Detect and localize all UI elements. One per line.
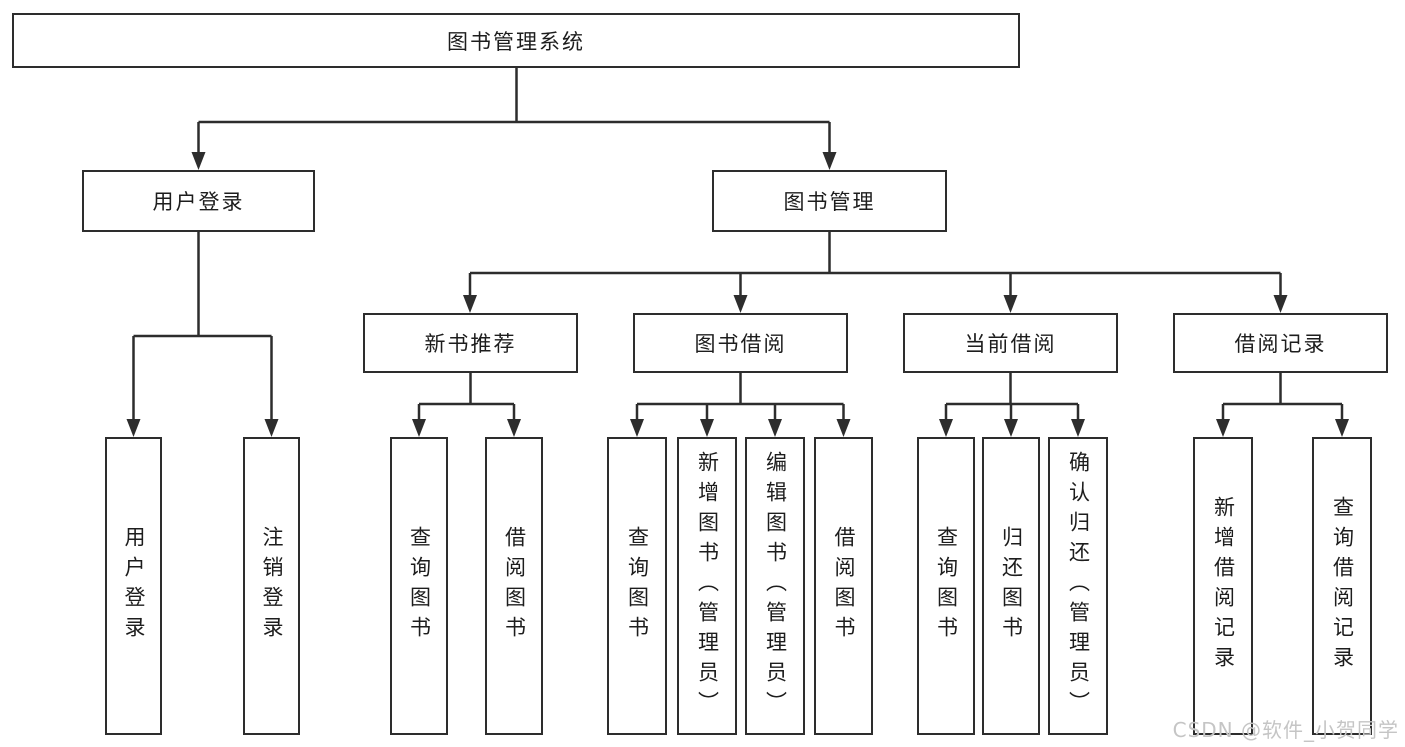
leaf-records-query-borrow-record: 查询借阅记录 bbox=[1312, 437, 1372, 735]
leaf-logout: 注销登录 bbox=[243, 437, 300, 735]
leaf-current-return-books: 归还图书 bbox=[982, 437, 1040, 735]
node-user-login: 用户登录 bbox=[82, 170, 315, 232]
node-current-borrowing: 当前借阅 bbox=[903, 313, 1118, 373]
watermark: CSDN @软件_小贺同学 bbox=[1172, 718, 1399, 742]
node-book-borrowing: 图书借阅 bbox=[633, 313, 848, 373]
node-book-management: 图书管理 bbox=[712, 170, 947, 232]
leaf-borrow-edit-books-admin: 编辑图书（管理员） bbox=[745, 437, 805, 735]
leaf-recommend-query-books: 查询图书 bbox=[390, 437, 448, 735]
arrowhead-icons bbox=[126, 152, 1349, 437]
leaf-borrow-query-books: 查询图书 bbox=[607, 437, 667, 735]
node-new-book-recommendation: 新书推荐 bbox=[363, 313, 578, 373]
leaf-borrow-add-books-admin: 新增图书（管理员） bbox=[677, 437, 737, 735]
leaf-borrow-borrow-books: 借阅图书 bbox=[814, 437, 873, 735]
leaf-records-add-borrow-record: 新增借阅记录 bbox=[1193, 437, 1253, 735]
node-root: 图书管理系统 bbox=[12, 13, 1020, 68]
connector-stems bbox=[132, 68, 1344, 423]
leaf-current-confirm-return-admin: 确认归还（管理员） bbox=[1048, 437, 1108, 735]
leaf-user-login: 用户登录 bbox=[105, 437, 162, 735]
leaf-recommend-borrow-books: 借阅图书 bbox=[485, 437, 543, 735]
leaf-current-query-books: 查询图书 bbox=[917, 437, 975, 735]
node-borrowing-records: 借阅记录 bbox=[1173, 313, 1388, 373]
